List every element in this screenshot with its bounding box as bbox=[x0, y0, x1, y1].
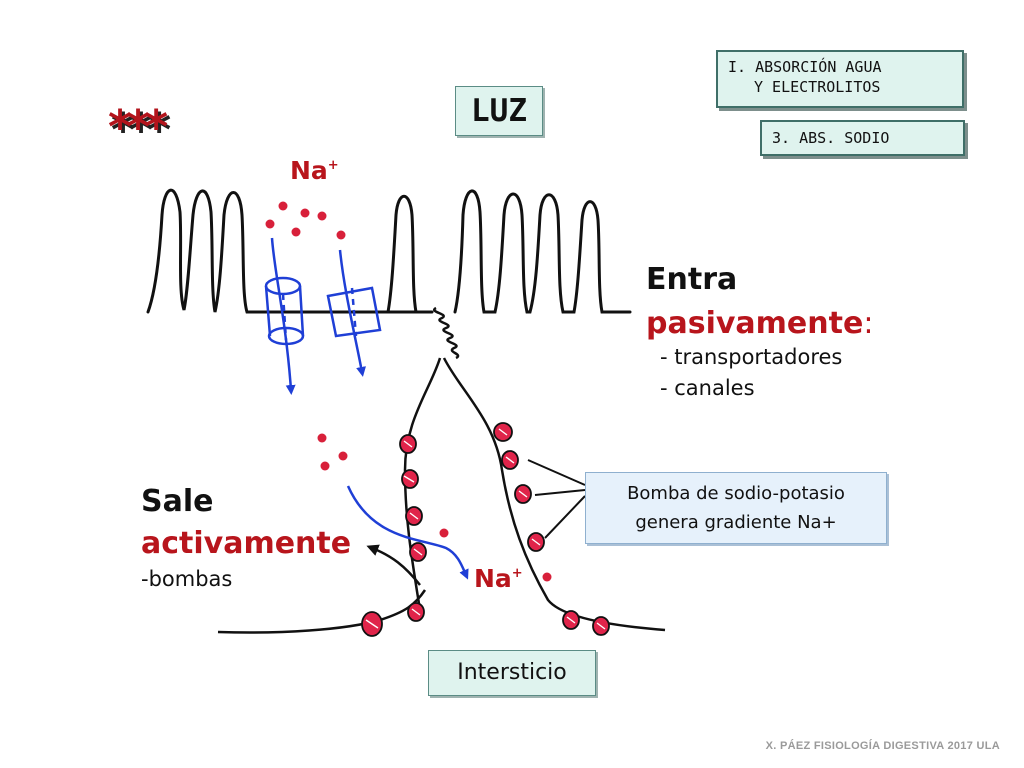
active-verb: Sale bbox=[141, 484, 214, 519]
ion-channel bbox=[326, 286, 382, 338]
active-adverb: activamente bbox=[141, 526, 352, 561]
apical-membrane-right bbox=[453, 189, 632, 314]
lateral-membrane-right bbox=[442, 357, 666, 632]
emphasis-stars: *** bbox=[108, 100, 168, 154]
interstitium-label: Intersticio bbox=[428, 650, 596, 696]
section-tag-line1: I. ABSORCIÓN AGUA bbox=[728, 58, 882, 76]
footer-credit: X. PÁEZ FISIOLOGÍA DIGESTIVA 2017 ULA bbox=[765, 740, 1000, 752]
sodium-ions-lumen bbox=[265, 201, 346, 240]
pump-arrow bbox=[346, 485, 469, 580]
lateral-membrane-left bbox=[403, 357, 442, 611]
active-item-pumps: -bombas bbox=[141, 567, 233, 591]
passive-verb: Entra bbox=[646, 262, 738, 297]
sodium-ions-cytosol bbox=[317, 433, 348, 471]
exit-arrow bbox=[366, 544, 421, 586]
basal-membrane bbox=[217, 589, 427, 634]
pump-note-line1: Bomba de sodio-potasio bbox=[627, 483, 845, 504]
pump-note: Bomba de sodio-potasio genera gradiente … bbox=[585, 472, 887, 544]
passive-item-channels: - canales bbox=[660, 376, 755, 400]
pump-note-line2: genera gradiente Na+ bbox=[635, 512, 837, 533]
sodium-potassium-pumps bbox=[361, 422, 610, 637]
channel-arrow bbox=[338, 249, 366, 377]
section-tag-line2: Y ELECTROLITOS bbox=[754, 78, 881, 96]
passive-item-transporters: - transportadores bbox=[660, 345, 843, 369]
topic-tag: 3. ABS. SODIO bbox=[760, 120, 965, 156]
tight-junction bbox=[433, 306, 460, 360]
sodium-ions-interstitium bbox=[439, 528, 552, 582]
pump-pointer-lines bbox=[527, 459, 586, 539]
lumen-label: LUZ bbox=[455, 86, 543, 136]
section-tag: I. ABSORCIÓN AGUA Y ELECTROLITOS bbox=[716, 50, 964, 108]
sodium-label-lumen: Na+ bbox=[290, 156, 339, 185]
transporter-arrow bbox=[270, 237, 296, 395]
apical-membrane-left bbox=[146, 188, 434, 314]
passive-adverb: pasivamente: bbox=[646, 306, 874, 341]
sodium-label-interstitium: Na+ bbox=[474, 564, 523, 593]
